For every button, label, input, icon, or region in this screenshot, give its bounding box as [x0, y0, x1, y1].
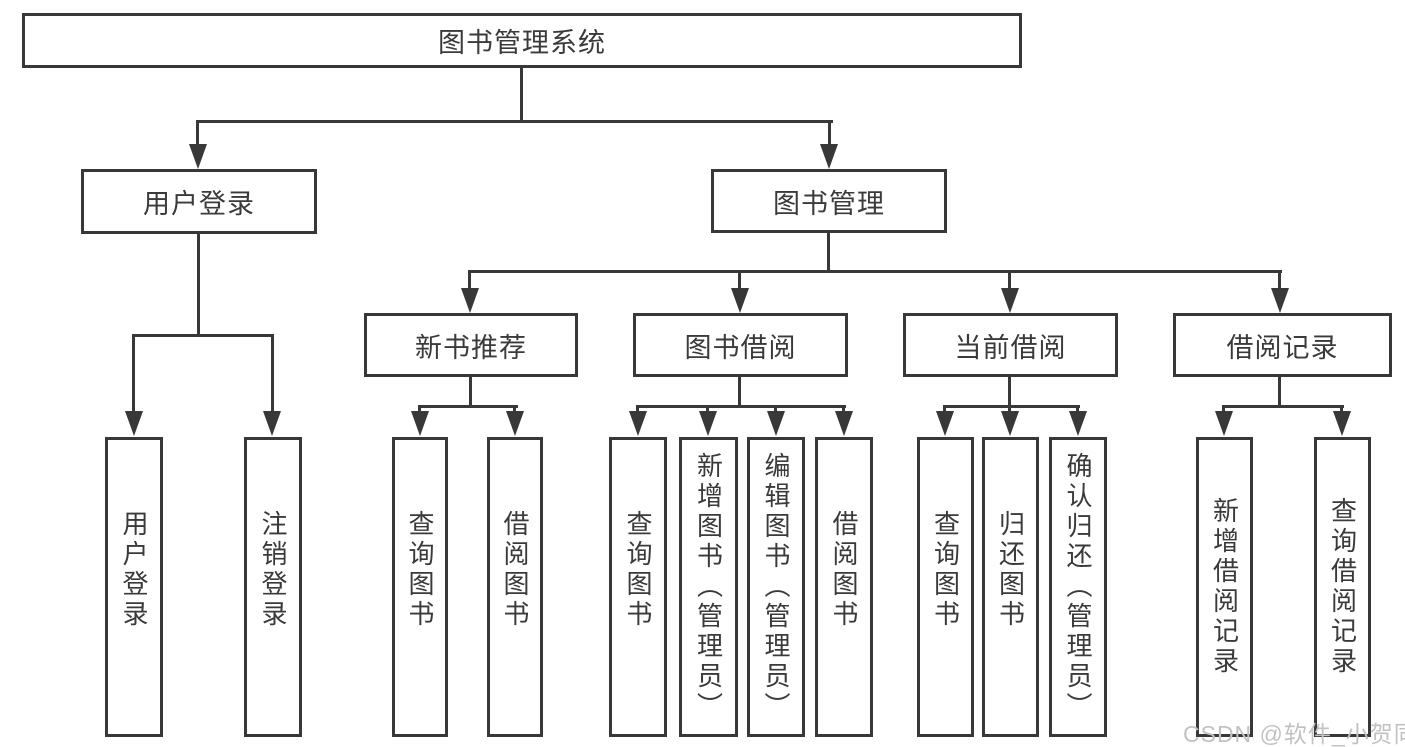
node-query-books: 查询图书: [609, 437, 667, 737]
connector: [828, 120, 831, 146]
arrow-down-icon: [820, 144, 838, 169]
arrow-down-icon: [767, 411, 785, 436]
node-return-books: 归还图书: [982, 437, 1039, 737]
connector: [132, 334, 274, 337]
arrow-down-icon: [1333, 411, 1351, 436]
connector: [468, 270, 1282, 273]
connector: [738, 270, 741, 290]
connector: [271, 334, 274, 412]
arrow-down-icon: [411, 411, 429, 436]
node-borrow-records: 借阅记录: [1173, 313, 1392, 377]
node-root: 图书管理系统: [22, 13, 1022, 68]
connector: [513, 405, 516, 415]
connector: [1008, 377, 1011, 408]
arrow-down-icon: [506, 411, 524, 436]
arrow-down-icon: [263, 411, 281, 436]
connector: [1222, 405, 1225, 415]
node-add-books-admin: 新增图书（管理员）: [679, 437, 738, 737]
connector: [1008, 405, 1011, 415]
connector: [468, 270, 471, 290]
connector: [520, 68, 523, 123]
arrow-down-icon: [835, 411, 853, 436]
arrow-down-icon: [699, 411, 717, 436]
node-edit-books-admin: 编辑图书（管理员）: [747, 437, 805, 737]
connector: [1222, 405, 1344, 408]
connector: [1278, 377, 1281, 408]
node-book-borrow: 图书借阅: [633, 313, 848, 377]
connector: [1340, 405, 1343, 415]
node-logout: 注销登录: [244, 437, 302, 737]
node-user-login: 用户登录: [81, 169, 317, 234]
arrow-down-icon: [189, 144, 207, 169]
arrow-down-icon: [936, 411, 954, 436]
node-new-book-recommend: 新书推荐: [364, 313, 578, 377]
connector: [1278, 270, 1281, 290]
connector: [469, 377, 472, 408]
connector: [1076, 405, 1079, 415]
node-book-management: 图书管理: [711, 169, 947, 233]
connector: [418, 405, 518, 408]
connector: [738, 377, 741, 408]
connector: [418, 405, 421, 415]
node-borrow-books: 借阅图书: [815, 437, 873, 737]
connector: [196, 120, 199, 146]
arrow-down-icon: [1271, 288, 1289, 313]
node-query-books: 查询图书: [917, 437, 974, 737]
connector: [197, 233, 200, 337]
node-borrow-books: 借阅图书: [487, 437, 543, 737]
node-confirm-return-admin: 确认归还（管理员）: [1049, 437, 1107, 737]
node-current-borrow: 当前借阅: [903, 313, 1118, 377]
node-query-books: 查询图书: [392, 437, 448, 737]
connector: [132, 334, 135, 412]
connector: [196, 120, 833, 123]
arrow-down-icon: [1069, 411, 1087, 436]
arrow-down-icon: [629, 411, 647, 436]
connector: [943, 405, 1080, 408]
node-query-borrow-record: 查询借阅记录: [1314, 437, 1371, 737]
connector: [636, 405, 846, 408]
connector: [1008, 270, 1011, 290]
connector: [774, 405, 777, 415]
connector: [827, 233, 830, 273]
arrow-down-icon: [125, 411, 143, 436]
arrow-down-icon: [1215, 411, 1233, 436]
arrow-down-icon: [1001, 288, 1019, 313]
node-user-login-leaf: 用户登录: [105, 437, 163, 737]
connector: [706, 405, 709, 415]
watermark: CSDN @软件_小贺同学: [1183, 721, 1405, 747]
connector: [636, 405, 639, 415]
node-add-borrow-record: 新增借阅记录: [1196, 437, 1253, 737]
connector: [943, 405, 946, 415]
arrow-down-icon: [1001, 411, 1019, 436]
connector: [842, 405, 845, 415]
arrow-down-icon: [731, 288, 749, 313]
arrow-down-icon: [461, 288, 479, 313]
